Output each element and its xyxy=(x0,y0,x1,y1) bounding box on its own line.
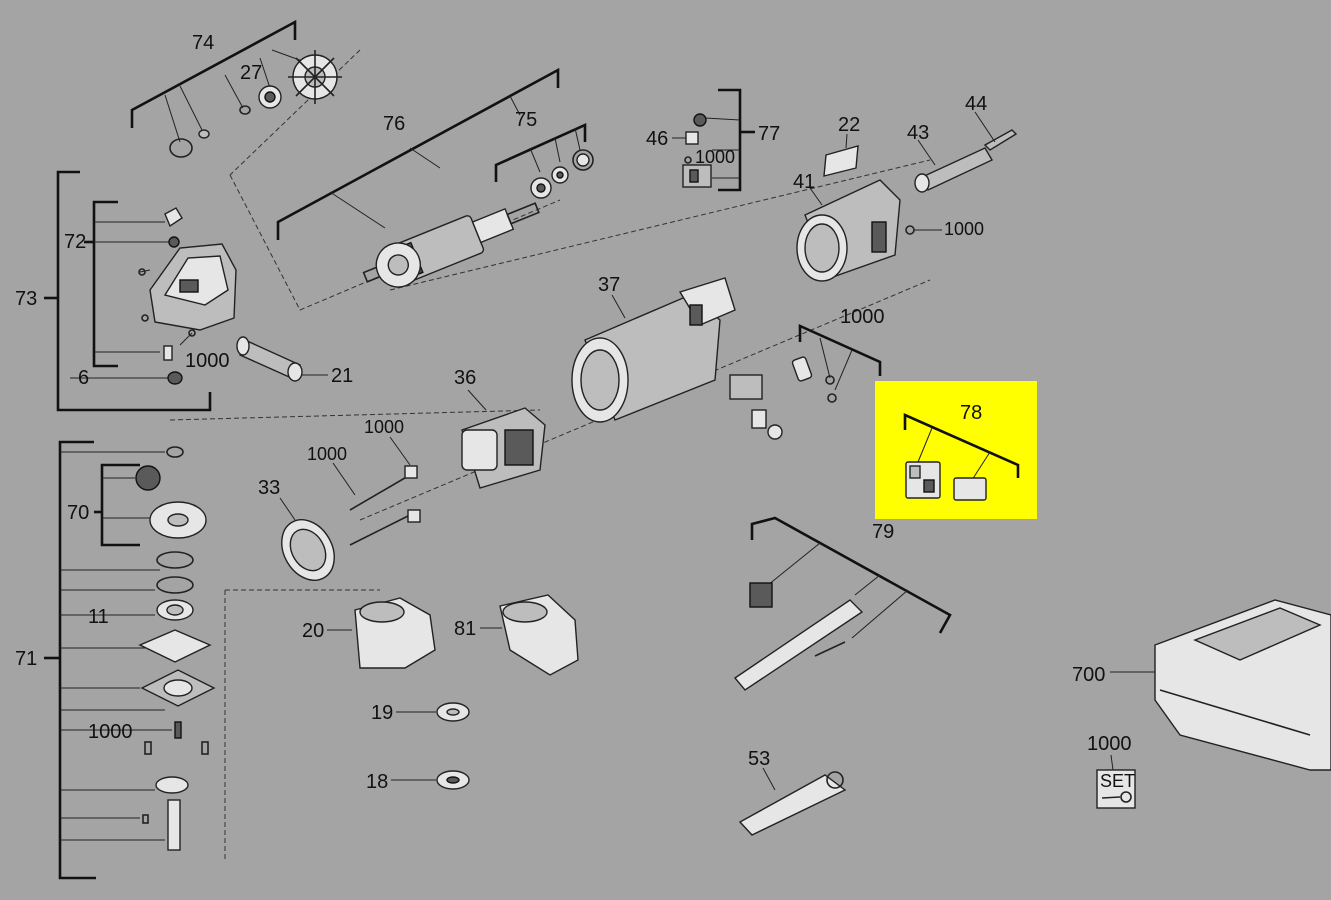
label-53: 53 xyxy=(748,748,770,770)
switch-parts: 1000 xyxy=(729,306,885,440)
label-22: 22 xyxy=(838,114,860,136)
part-700: 700 xyxy=(1072,599,1331,771)
rods-1000: 1000 1000 xyxy=(307,417,421,546)
group-79: 79 xyxy=(733,516,952,691)
group-71-gear-shaft: 70 11 71 1000 xyxy=(15,440,216,880)
part-19-18: 19 18 xyxy=(366,702,470,793)
label-19: 19 xyxy=(371,702,393,724)
label-1000-brush: 1000 xyxy=(695,147,735,167)
label-41: 41 xyxy=(793,171,815,193)
label-79: 79 xyxy=(872,521,894,543)
label-77: 77 xyxy=(758,123,780,145)
label-36: 36 xyxy=(454,367,476,389)
group-76-armature: 76 75 xyxy=(276,67,594,288)
set-text: SET xyxy=(1100,771,1135,791)
part-78: 78 xyxy=(903,402,1020,501)
label-18: 18 xyxy=(366,771,388,793)
label-37: 37 xyxy=(598,274,620,296)
label-74: 74 xyxy=(192,32,214,54)
label-1000-41: 1000 xyxy=(944,219,984,239)
part-37: 37 xyxy=(571,274,736,423)
part-36: 36 xyxy=(454,367,546,489)
label-81: 81 xyxy=(454,618,476,640)
part-33: 33 xyxy=(258,477,335,581)
part-53: 53 xyxy=(738,748,847,836)
label-11: 11 xyxy=(88,606,109,628)
label-27: 27 xyxy=(240,62,262,84)
label-33: 33 xyxy=(258,477,280,499)
label-73: 73 xyxy=(15,288,37,310)
part-22: 22 xyxy=(823,114,860,177)
part-41: 41 1000 xyxy=(793,171,984,282)
part-21: 21 xyxy=(236,336,353,387)
label-21: 21 xyxy=(331,365,353,387)
label-1000-rods-b: 1000 xyxy=(307,444,347,464)
label-78: 78 xyxy=(960,402,982,424)
label-1000-72: 1000 xyxy=(185,350,230,372)
label-71: 71 xyxy=(15,648,37,670)
group-77: 46 77 1000 xyxy=(646,88,780,192)
label-6: 6 xyxy=(78,367,89,389)
label-46: 46 xyxy=(646,128,668,150)
label-72: 72 xyxy=(64,231,86,253)
part-43-44: 43 44 xyxy=(907,93,1018,193)
label-1000-71: 1000 xyxy=(88,721,133,743)
label-20: 20 xyxy=(302,620,324,642)
label-1000-switch: 1000 xyxy=(840,306,885,328)
group-74: 74 27 xyxy=(130,19,342,158)
part-81: 81 xyxy=(454,594,579,676)
label-1000-rods-a: 1000 xyxy=(364,417,404,437)
label-43: 43 xyxy=(907,122,929,144)
group-73-gear-head: 73 72 1000 6 xyxy=(15,170,237,412)
label-70: 70 xyxy=(67,502,89,524)
label-1000-set: 1000 xyxy=(1087,733,1132,755)
label-75: 75 xyxy=(515,109,537,131)
dashed-assembly-lines xyxy=(169,49,931,860)
label-44: 44 xyxy=(965,93,987,115)
label-76: 76 xyxy=(383,113,405,135)
part-1000-set: SET 1000 xyxy=(1087,733,1136,809)
part-20: 20 xyxy=(302,597,436,669)
label-700: 700 xyxy=(1072,664,1105,686)
